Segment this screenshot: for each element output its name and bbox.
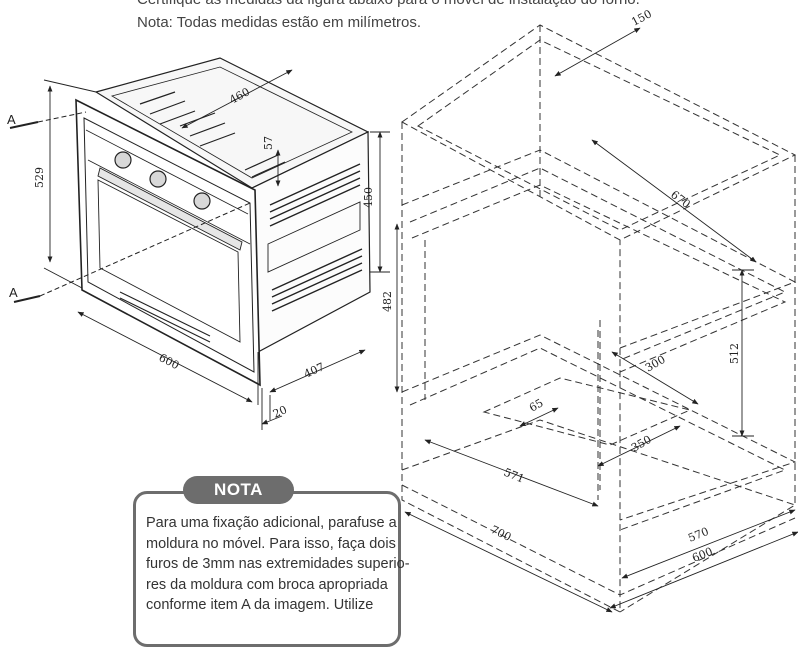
dim-407: 407	[302, 360, 326, 380]
dim-300: 300	[643, 353, 668, 375]
dim-600-cabinet: 600	[690, 545, 714, 565]
nota-line: conforme item A da imagem. Utilize	[146, 597, 374, 613]
dim-450: 450	[362, 187, 375, 208]
nota-line: furos de 3mm nas extremidades superio-	[146, 556, 410, 572]
screw-markers: A A	[7, 111, 251, 303]
installation-drawing: A A 460 529 57 450 600 407 20	[7, 7, 798, 613]
nota-line: Para uma fixação adicional, parafuse a	[146, 515, 397, 531]
oven-dimensions	[43, 69, 390, 430]
dim-570: 570	[686, 525, 710, 545]
dim-482: 482	[381, 291, 394, 312]
dim-512: 512	[728, 343, 741, 364]
nota-box	[133, 491, 401, 647]
cabinet-dimensions	[394, 27, 798, 613]
nota-text: Para uma fixação adicional, parafuse a m…	[146, 513, 410, 616]
nota-line: res da moldura com broca apropriada	[146, 576, 388, 593]
dim-600-frame: 600	[157, 351, 182, 372]
measurement-note: Nota: Todas medidas estão em milímetros.	[137, 14, 422, 31]
dim-350: 350	[629, 433, 654, 455]
dim-529: 529	[33, 167, 46, 188]
dim-670: 670	[668, 188, 693, 211]
oven-illustration	[75, 57, 371, 387]
marker-a-bottom: A	[9, 285, 18, 300]
cut-instruction-line: Certifique as medidas da figura abaixo p…	[137, 0, 640, 8]
nota-line: moldura no móvel. Para isso, faça dois	[146, 535, 396, 552]
dim-20: 20	[271, 403, 289, 421]
dim-571: 571	[502, 466, 526, 486]
cabinet-illustration	[401, 24, 797, 613]
dim-57: 57	[262, 136, 275, 150]
dim-65: 65	[527, 396, 546, 414]
dim-700: 700	[489, 523, 514, 544]
nota-title: NOTA	[183, 476, 294, 504]
dim-150: 150	[629, 7, 654, 28]
marker-a-top: A	[7, 112, 16, 127]
